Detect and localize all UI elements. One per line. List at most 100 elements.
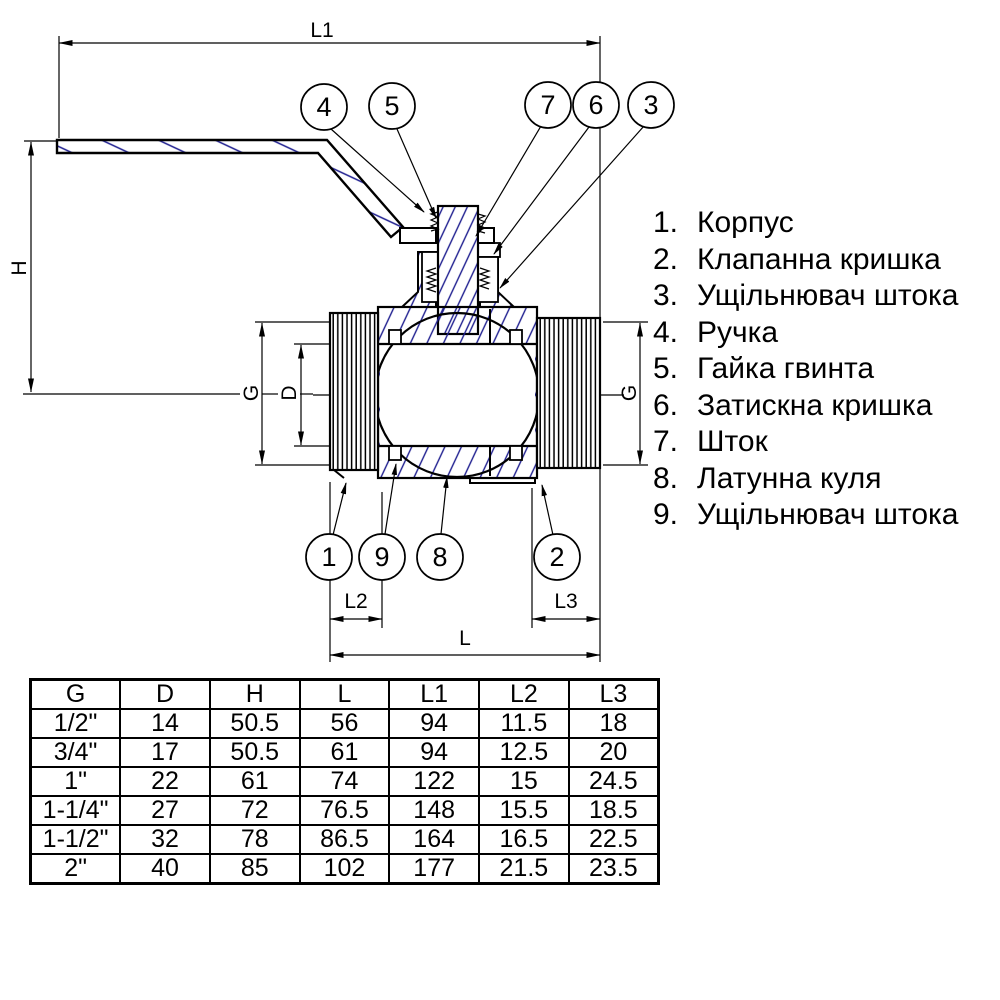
balloon-4: 4	[300, 83, 348, 131]
size-table-cell: 94	[388, 737, 481, 768]
part-label: Гайка гвинта	[697, 352, 875, 385]
part-number: 5.	[653, 352, 679, 385]
balloon-7-number: 7	[540, 90, 555, 120]
leader-9	[384, 463, 398, 535]
part-number: 8.	[653, 461, 679, 495]
handle	[55, 138, 405, 239]
dimension-labels: L1 H G D G L2 L3 L	[8, 19, 641, 650]
part-label: Ущільнювач штока	[697, 279, 959, 312]
size-table-cell: 102	[298, 853, 391, 885]
dim-label-h: H	[8, 260, 31, 275]
size-table-cell: 22.5	[567, 824, 660, 855]
balloon-8: 8	[416, 533, 464, 581]
part-label: Шток	[697, 425, 768, 458]
size-table-cell: 164	[388, 824, 481, 855]
size-table-cell: 18	[567, 708, 660, 739]
part-label: Затискна кришка	[697, 388, 933, 422]
size-table-cell: 56	[298, 708, 391, 739]
dim-label-l: L	[459, 627, 471, 650]
size-table-cell: 17	[119, 737, 211, 768]
balloon-5-number: 5	[384, 91, 399, 121]
size-table-cell: 61	[298, 737, 391, 768]
leader-3	[499, 125, 645, 289]
size-table-cell: 148	[388, 795, 481, 826]
part-number: 4.	[653, 315, 679, 349]
size-table-cell: 1-1/4"	[29, 795, 122, 826]
size-table-cell: 23.5	[567, 853, 660, 885]
balloon-6-number: 6	[588, 90, 603, 120]
balloon-1-number: 1	[321, 542, 336, 572]
dim-label-l1: L1	[310, 19, 333, 42]
size-table-header-cell: L	[298, 678, 391, 710]
size-table-cell: 18.5	[567, 795, 660, 826]
size-table-cell: 122	[388, 766, 481, 797]
size-table-cell: 78	[208, 824, 301, 855]
size-table-cell: 74	[298, 766, 391, 797]
balloon-leaders	[330, 125, 645, 536]
part-number: 6.	[653, 388, 679, 422]
part-number: 3.	[653, 279, 679, 312]
size-table-cell: 86.5	[298, 824, 391, 855]
parts-list-item-9: 9. Ущільнювач штока	[653, 497, 958, 534]
size-table-cell: 94	[388, 708, 481, 739]
balloon-3: 3	[627, 81, 675, 129]
size-table-cell: 2"	[29, 853, 122, 885]
size-table-header-cell: G	[29, 678, 122, 710]
size-table-cell: 72	[208, 795, 301, 826]
parts-list-item-3: 3. Ущільнювач штока	[653, 278, 958, 315]
balloon-3-number: 3	[643, 90, 658, 120]
size-table-header-cell: H	[208, 678, 301, 710]
size-table-cell: 61	[208, 766, 301, 797]
leader-8	[440, 476, 449, 535]
size-table-cell: 40	[119, 853, 211, 885]
size-table-cell: 22	[119, 766, 211, 797]
leader-2	[541, 484, 554, 536]
balloon-6: 6	[572, 81, 620, 129]
balloon-8-number: 8	[432, 542, 447, 572]
balloon-1: 1	[305, 533, 353, 581]
size-table-cell: 76.5	[298, 795, 391, 826]
size-table-cell: 11.5	[478, 708, 570, 739]
part-number: 2.	[653, 242, 679, 276]
parts-list-item-7: 7.Шток	[653, 424, 958, 461]
parts-list-item-8: 8.Латунна куля	[653, 461, 958, 498]
parts-list-item-2: 2.Клапанна кришка	[653, 242, 958, 279]
balloon-9: 9	[358, 533, 406, 581]
seat-rings	[388, 329, 523, 461]
balloon-2-number: 2	[549, 542, 564, 572]
part-number: 1.	[653, 206, 679, 239]
size-table-cell: 3/4"	[29, 737, 122, 768]
bore	[380, 345, 535, 445]
size-table-cell: 15	[478, 766, 570, 797]
balloon-5: 5	[368, 82, 416, 130]
cap-bottom-step	[469, 478, 536, 484]
balloons: 4 5 7 6 3 1 9 8	[300, 81, 675, 581]
size-table-cell: 1"	[29, 766, 122, 797]
leader-1	[332, 482, 347, 536]
leader-7	[475, 125, 542, 237]
part-label: Корпус	[697, 206, 794, 239]
size-table-header-cell: L2	[478, 678, 570, 710]
balloon-7: 7	[524, 81, 572, 129]
dim-label-d: D	[278, 385, 301, 400]
dim-label-g-right: G	[618, 385, 641, 401]
size-table-cell: 16.5	[478, 824, 570, 855]
part-label: Ручка	[697, 315, 779, 349]
balloon-9-number: 9	[374, 542, 389, 572]
part-number: 9.	[653, 498, 679, 531]
size-table-cell: 32	[119, 824, 211, 855]
part-label: Ущільнювач штока	[697, 498, 959, 531]
size-table-header-cell: L3	[567, 678, 660, 710]
size-table-header-cell: L1	[388, 678, 481, 710]
parts-list-item-1: 1. Корпус	[653, 205, 958, 242]
balloon-2: 2	[533, 533, 581, 581]
thread-right	[535, 316, 602, 470]
